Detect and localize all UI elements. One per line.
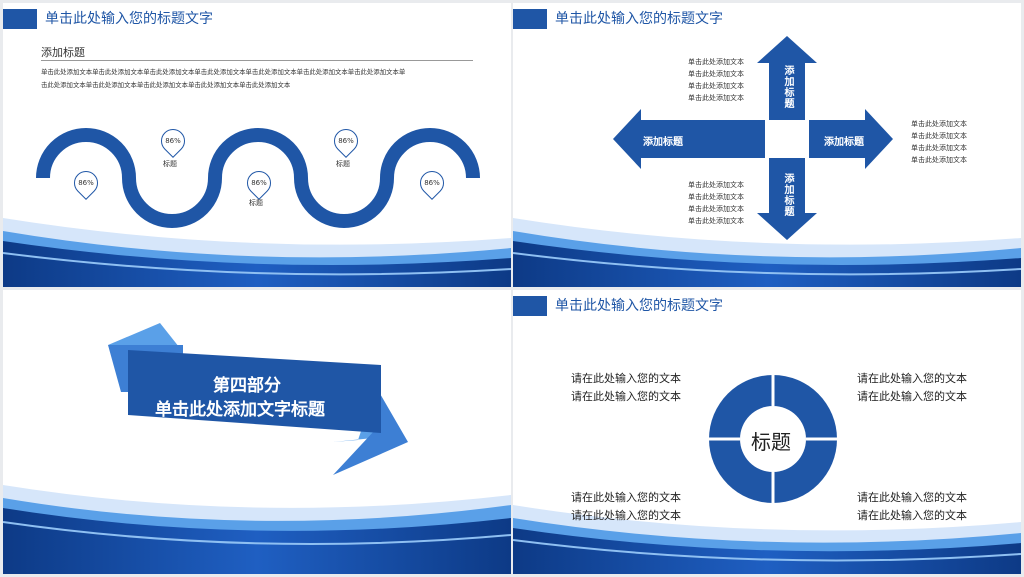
subtitle-underline [41, 60, 473, 61]
bottom-left-text[interactable]: 请在此处输入您的文本请在此处输入您的文本 [571, 491, 681, 522]
bottom-right-text[interactable]: 请在此处输入您的文本请在此处输入您的文本 [857, 491, 967, 522]
slide-3[interactable]: 第四部分 单击此处添加文字标题 [3, 290, 511, 574]
pin-label-3: 标题 [249, 199, 263, 207]
left-arrow-label[interactable]: 添加标题 [643, 137, 683, 148]
up-arrow-label[interactable]: 添加标题 [782, 65, 793, 109]
header-accent [513, 296, 547, 316]
body-text-line-2[interactable]: 击此处添加文本单击此处添加文本单击此处添加文本单击此处添加文本单击此处添加文本 [41, 81, 291, 89]
top-left-text[interactable]: 请在此处输入您的文本请在此处输入您的文本 [571, 372, 681, 403]
slide-4[interactable]: 单击此处输入您的标题文字 标题 请在此处输入您的文本请在此处输入您的文本 请在此… [513, 290, 1021, 574]
wave-background [513, 505, 1021, 574]
section-title[interactable]: 单击此处添加文字标题 [155, 400, 325, 420]
cycle-ring-diagram [709, 375, 837, 503]
subtitle[interactable]: 添加标题 [41, 46, 85, 59]
wave-background [3, 218, 511, 287]
header-accent [513, 9, 547, 29]
pin-label-4: 标题 [336, 160, 350, 168]
right-text-block[interactable]: 单击此处添加文本单击此处添加文本 单击此处添加文本单击此处添加文本 [911, 120, 967, 164]
wave-path [36, 128, 480, 228]
slide-2[interactable]: 单击此处输入您的标题文字 添加标题 添加标题 添加标题 添加标题 单击此处添加文… [513, 3, 1021, 287]
pin-label-2: 标题 [163, 160, 177, 168]
slide-title[interactable]: 单击此处输入您的标题文字 [555, 11, 723, 27]
wave-background [3, 485, 511, 574]
body-text-line-1[interactable]: 单击此处添加文本单击此处添加文本单击此处添加文本单击此处添加文本单击此处添加文本… [41, 68, 406, 76]
down-arrow-label[interactable]: 添加标题 [782, 173, 793, 217]
center-title[interactable]: 标题 [751, 430, 791, 454]
slide-1[interactable]: 单击此处输入您的标题文字 添加标题 单击此处添加文本单击此处添加文本单击此处添加… [3, 3, 511, 287]
bottom-left-text-block[interactable]: 单击此处添加文本单击此处添加文本 单击此处添加文本单击此处添加文本 [688, 181, 744, 225]
slide-title[interactable]: 单击此处输入您的标题文字 [555, 298, 723, 314]
right-arrow-label[interactable]: 添加标题 [824, 137, 864, 148]
cross-arrows-diagram [613, 36, 893, 240]
ribbon-banner [108, 323, 408, 475]
slide-title[interactable]: 单击此处输入您的标题文字 [45, 11, 213, 27]
wave-background [513, 218, 1021, 287]
header-accent [3, 9, 37, 29]
top-right-text[interactable]: 请在此处输入您的文本请在此处输入您的文本 [857, 372, 967, 403]
top-left-text-block[interactable]: 单击此处添加文本单击此处添加文本 单击此处添加文本单击此处添加文本 [688, 58, 744, 102]
section-number[interactable]: 第四部分 [213, 376, 281, 396]
